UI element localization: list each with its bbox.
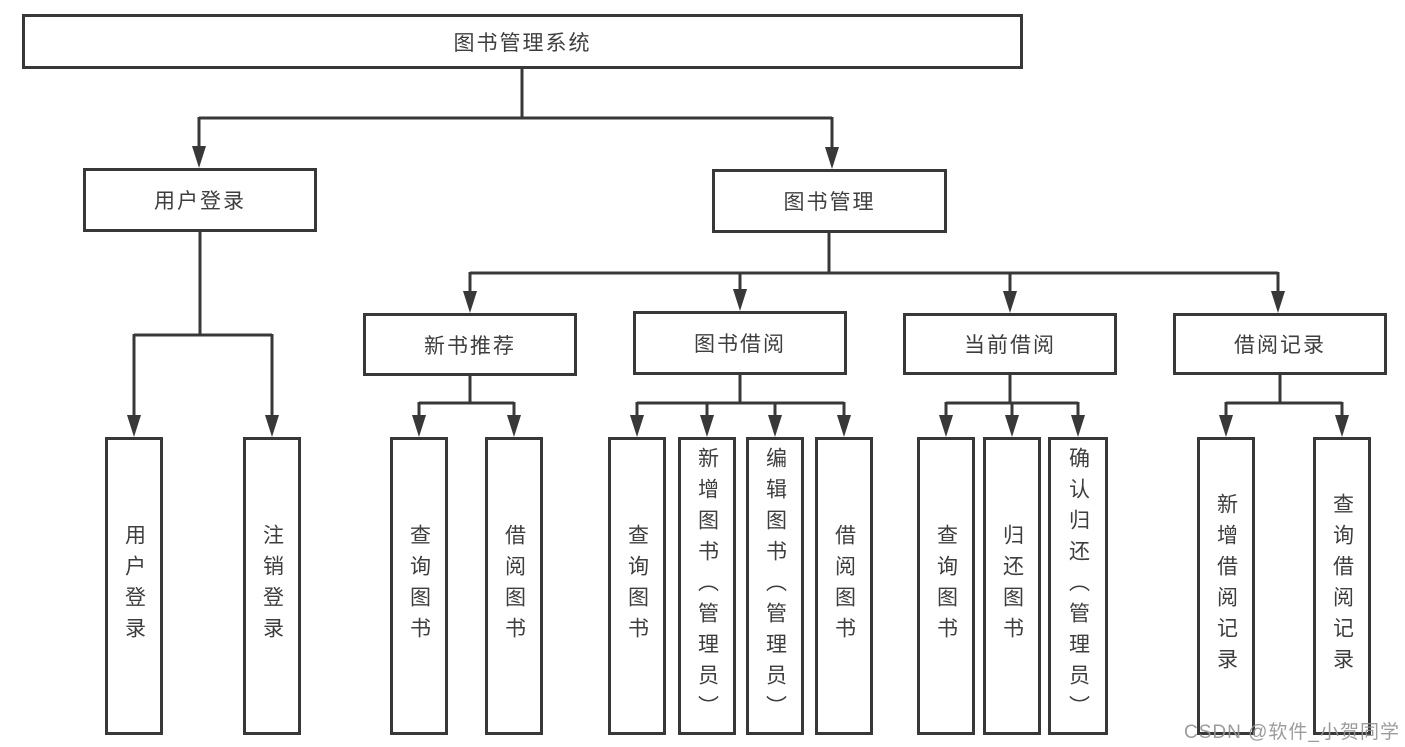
node-book-borrow: 图书借阅 [633,311,847,375]
node-new-book-recommend: 新书推荐 [363,313,577,376]
leaf-query-borrow-record: 查询借阅记录 [1313,437,1371,735]
leaf-logout: 注销登录 [243,437,301,735]
leaf-return-book: 归还图书 [983,437,1041,735]
node-current-borrow: 当前借阅 [903,313,1117,375]
node-book-management: 图书管理 [712,169,947,233]
leaf-confirm-return-admin: 确认归还（管理员） [1048,437,1108,735]
leaf-query-books-borrow: 查询图书 [608,437,666,735]
leaf-borrow-books-recommend: 借阅图书 [485,437,543,735]
leaf-query-books-recommend: 查询图书 [390,437,448,735]
leaf-add-book-admin: 新增图书（管理员） [678,437,736,735]
node-borrow-records: 借阅记录 [1173,313,1387,375]
leaf-add-borrow-record: 新增借阅记录 [1197,437,1255,735]
leaf-borrow-books: 借阅图书 [815,437,873,735]
leaf-user-login: 用户登录 [105,437,163,735]
watermark: CSDN @软件_小贺同学 [1184,722,1400,743]
node-root: 图书管理系统 [22,14,1023,69]
leaf-edit-book-admin: 编辑图书（管理员） [746,437,804,735]
node-user-login: 用户登录 [83,168,317,232]
leaf-query-books-current: 查询图书 [917,437,975,735]
